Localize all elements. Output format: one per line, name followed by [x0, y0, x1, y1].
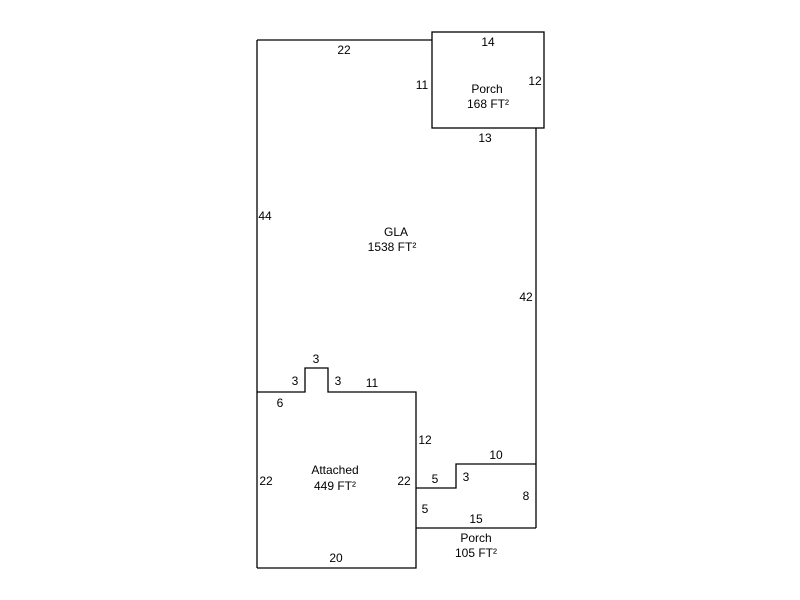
dim-attached-bottom: 20: [329, 551, 343, 565]
dim-gla-bottom-right: 11: [366, 376, 379, 390]
dim-attached-right: 22: [397, 474, 411, 488]
dim-porch-top-right: 12: [528, 74, 542, 88]
dim-porch-bottom-right: 8: [523, 489, 530, 503]
porch-top-area: 168 FT²: [467, 97, 509, 111]
gla-bottom-wall: [257, 367, 417, 569]
dim-gla-left: 44: [258, 209, 272, 223]
dim-bump-left: 3: [292, 374, 299, 388]
dim-porch-top-bottom: 13: [478, 131, 492, 145]
dim-porch-bottom-top-right: 10: [489, 448, 503, 462]
dim-porch-bottom-step: 3: [463, 470, 470, 484]
porch-bottom-name: Porch: [460, 531, 491, 545]
porch-bottom-outline: [416, 463, 536, 489]
dim-bump-right: 3: [335, 374, 342, 388]
dim-porch-top-left: 11: [416, 78, 429, 92]
dim-gla-right: 42: [519, 290, 533, 304]
dim-porch-top-top: 14: [481, 35, 495, 49]
dim-gla-step-vertical: 12: [418, 433, 432, 447]
dim-attached-left: 22: [259, 474, 273, 488]
attached-name: Attached: [311, 463, 358, 477]
dim-porch-bottom-bottom: 15: [469, 512, 483, 526]
dim-porch-bottom-top-left: 5: [432, 472, 439, 486]
gla-name: GLA: [384, 225, 408, 239]
outline-lines: [256, 31, 545, 569]
dimension-labels: 22 44 42 14 11 12 13 3 3 3 11 6 22 22 20…: [258, 35, 542, 565]
attached-area: 449 FT²: [314, 479, 356, 493]
area-labels: GLA 1538 FT² Porch 168 FT² Attached 449 …: [311, 82, 509, 560]
dim-porch-bottom-left: 5: [422, 502, 429, 516]
dim-bump-top: 3: [313, 352, 320, 366]
porch-top-name: Porch: [471, 82, 502, 96]
gla-area: 1538 FT²: [368, 240, 417, 254]
dim-attached-top-left: 6: [277, 396, 284, 410]
porch-bottom-area: 105 FT²: [455, 546, 497, 560]
dim-gla-top: 22: [337, 43, 351, 57]
porch-top-outline: [431, 31, 545, 129]
